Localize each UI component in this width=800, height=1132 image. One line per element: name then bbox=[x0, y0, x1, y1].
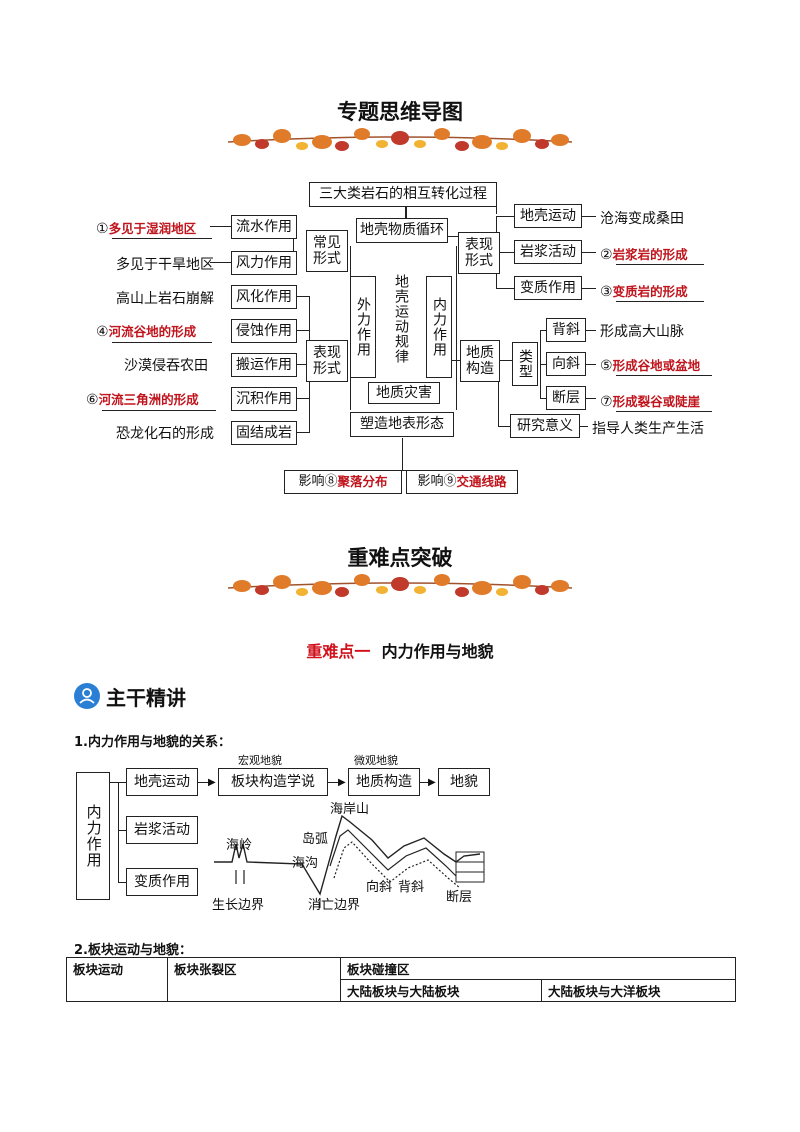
process-box: 固结成岩 bbox=[231, 421, 297, 445]
micro-label: 微观地貌 bbox=[354, 754, 398, 767]
structure-type-box: 背斜 bbox=[546, 318, 586, 342]
shape-surface-box: 塑造地表形态 bbox=[350, 412, 454, 437]
geo-structure-box: 地质构造 bbox=[460, 340, 500, 382]
sketch-label: 岛弧 bbox=[302, 832, 329, 847]
plate-boundary-sketch bbox=[214, 814, 485, 908]
plate-table: 板块运动 板块张裂区 板块碰撞区 大陆板块与大陆板块 大陆板块与大洋板块 bbox=[66, 957, 736, 1002]
process-box: 流水作用 bbox=[231, 215, 297, 239]
internal-force-diagram: 内力作用 地壳运动 岩浆活动 变质作用 宏观地貌 微观地貌 ▶ 板块构造学说 ▶… bbox=[72, 752, 492, 913]
diagram-row-box: 变质作用 bbox=[126, 868, 198, 896]
right-result: ②岩浆岩的形成 bbox=[600, 247, 688, 263]
subsection-text: 内力作用与地貌 bbox=[381, 642, 494, 661]
sketch-label: 海岭 bbox=[226, 838, 253, 853]
left-label: ①多见于湿润地区 bbox=[96, 221, 197, 237]
item1-heading: 1.内力作用与地貌的关系： bbox=[74, 735, 231, 750]
table-cell: 板块碰撞区 bbox=[340, 957, 736, 980]
influence-8-prefix: 影响⑧ bbox=[298, 473, 338, 489]
process-box: 风力作用 bbox=[231, 251, 297, 275]
diagram-row-box: 地壳运动 bbox=[126, 768, 198, 796]
subsection-title: 重难点一 内力作用与地貌 bbox=[0, 638, 800, 662]
table-row: 板块运动 板块张裂区 板块碰撞区 bbox=[66, 957, 736, 1002]
right-process-box: 岩浆活动 bbox=[514, 240, 582, 264]
structure-type-box: 向斜 bbox=[546, 352, 586, 376]
plate-theory-box: 板块构造学说 bbox=[218, 768, 328, 796]
expression-forms-box-left: 表现形式 bbox=[306, 340, 348, 382]
rock-cycle-box: 三大类岩石的相互转化过程 bbox=[309, 182, 497, 207]
table-cell: 大陆板块与大洋板块 bbox=[541, 979, 736, 1002]
core-title: 主干精讲 bbox=[106, 686, 186, 710]
right-process-box: 变质作用 bbox=[514, 276, 582, 300]
crust-movement-law: 地壳运动规律 bbox=[388, 266, 414, 372]
process-box: 搬运作用 bbox=[231, 353, 297, 377]
leaf-garland-icon bbox=[227, 574, 573, 597]
section-title-mindmap: 专题思维导图 bbox=[337, 100, 463, 124]
research-result: 指导人类生产生活 bbox=[592, 421, 704, 437]
crust-cycle-box: 地壳物质循环 bbox=[356, 218, 448, 243]
expression-forms-box-right: 表现形式 bbox=[458, 232, 500, 274]
common-forms-box: 常见形式 bbox=[306, 230, 348, 272]
internal-force-main-box: 内力作用 bbox=[76, 772, 110, 900]
section-title-key-points: 重难点突破 bbox=[347, 546, 453, 570]
leaf-garland-icon bbox=[227, 128, 573, 151]
table-cell: 板块运动 bbox=[66, 957, 168, 1002]
left-label: ⑥河流三角洲的形成 bbox=[86, 392, 199, 408]
right-process-box: 地壳运动 bbox=[514, 204, 582, 228]
types-box: 类型 bbox=[512, 342, 538, 386]
internal-force-box: 内力作用 bbox=[426, 276, 452, 378]
sketch-label: 断层 bbox=[446, 890, 473, 905]
process-box: 侵蚀作用 bbox=[231, 319, 297, 343]
structure-result: 形成高大山脉 bbox=[600, 324, 684, 340]
sketch-label: 向斜 bbox=[366, 880, 393, 895]
process-box: 沉积作用 bbox=[231, 387, 297, 411]
sketch-label: 海沟 bbox=[292, 856, 319, 871]
research-box: 研究意义 bbox=[510, 414, 580, 438]
structure-type-box: 断层 bbox=[546, 386, 586, 410]
people-icon bbox=[74, 683, 100, 709]
right-result: 沧海变成桑田 bbox=[600, 211, 684, 227]
left-label: 多见于干旱地区 bbox=[116, 257, 214, 273]
geo-disaster-box: 地质灾害 bbox=[368, 382, 440, 404]
right-result: ③变质岩的形成 bbox=[600, 284, 688, 300]
geo-structure-box-2: 地质构造 bbox=[348, 768, 420, 796]
sketch-label: 生长边界 bbox=[212, 898, 265, 913]
macro-label: 宏观地貌 bbox=[238, 754, 282, 767]
sketch-label: 海岸山 bbox=[330, 802, 370, 817]
mind-map: 三大类岩石的相互转化过程 地壳物质循环 外力作用 地壳运动规律 内力作用 地质灾… bbox=[0, 0, 800, 500]
leaf-decoration bbox=[222, 568, 578, 602]
leaf-decoration bbox=[222, 122, 578, 156]
subsection-label: 重难点一 bbox=[306, 642, 371, 661]
sketch-label: 背斜 bbox=[398, 880, 425, 895]
landform-box: 地貌 bbox=[438, 768, 490, 796]
influence-9-answer: 交通线路 bbox=[456, 473, 507, 489]
sketch-label: 消亡边界 bbox=[308, 898, 361, 913]
table-row: 大陆板块与大陆板块 大陆板块与大洋板块 bbox=[67, 979, 736, 1002]
left-label: 沙漠侵吞农田 bbox=[124, 358, 208, 374]
table-cell: 板块张裂区 bbox=[167, 957, 341, 1002]
left-label: 恐龙化石的形成 bbox=[116, 426, 214, 442]
structure-result: ⑤形成谷地或盆地 bbox=[600, 358, 701, 374]
left-label: ④河流谷地的形成 bbox=[96, 324, 197, 340]
left-label: 高山上岩石崩解 bbox=[116, 291, 214, 307]
table-cell: 大陆板块与大陆板块 bbox=[340, 979, 542, 1002]
diagram-row-box: 岩浆活动 bbox=[126, 816, 198, 844]
influence-8-answer: 聚落分布 bbox=[337, 473, 388, 489]
structure-result: ⑦形成裂谷或陡崖 bbox=[600, 394, 701, 410]
item2-heading: 2.板块运动与地貌： bbox=[74, 943, 192, 958]
external-force-box: 外力作用 bbox=[350, 276, 376, 378]
influence-9-prefix: 影响⑨ bbox=[417, 473, 457, 489]
process-box: 风化作用 bbox=[231, 285, 297, 309]
